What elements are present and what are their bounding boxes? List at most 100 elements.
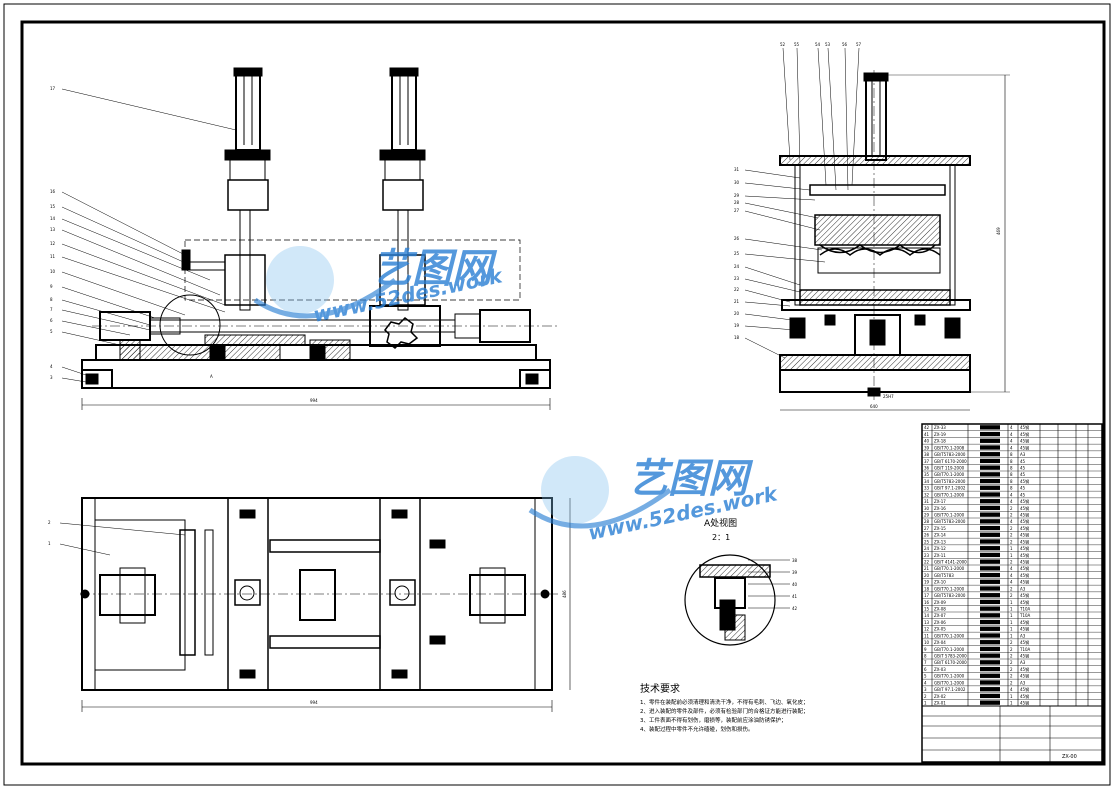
front-callout-14: 14 xyxy=(50,216,56,221)
side-left-callout-30: 30 xyxy=(734,180,740,185)
tech-requirement-item: 3、工件表面不得有划伤，磨损等，装配前应涂油防锈保护； xyxy=(640,718,787,724)
watermark-cn-2: 艺图网 xyxy=(628,456,754,502)
parts-row-code: GB/T70.1-2000 xyxy=(934,647,965,652)
parts-row-name-redacted xyxy=(980,572,1000,578)
parts-row-name-redacted xyxy=(980,499,1000,504)
parts-row-code: ZX-07 xyxy=(934,613,946,618)
parts-row-name-redacted xyxy=(980,485,1000,490)
parts-row-material: 45钢 xyxy=(1020,505,1029,511)
parts-row-qty: 2 xyxy=(1010,667,1013,672)
front-callout-leaders xyxy=(61,88,237,383)
parts-row-code: GB/T70.1-2000 xyxy=(934,586,965,591)
parts-row-no: 2 xyxy=(924,694,927,699)
parts-row-qty: 1 xyxy=(1010,694,1013,699)
side-callout-leaders xyxy=(744,47,860,359)
front-callout-8: 8 xyxy=(50,297,53,302)
parts-row-code: GB/T 97.1-2002 xyxy=(934,486,966,491)
front-callout-10: 10 xyxy=(50,269,56,274)
parts-row-qty: 2 xyxy=(1010,593,1013,598)
parts-row-code: GB/T5783-2000 xyxy=(934,452,966,457)
parts-row-qty: 2 xyxy=(1010,654,1013,659)
parts-row-no: 20 xyxy=(924,573,930,578)
parts-row-no: 26 xyxy=(924,533,930,538)
parts-row-no: 23 xyxy=(924,553,930,558)
parts-row-no: 22 xyxy=(924,560,930,565)
side-left-callout-27: 27 xyxy=(734,208,740,213)
parts-row-no: 34 xyxy=(924,479,930,484)
parts-row-material: 45钢 xyxy=(1020,653,1029,659)
parts-row-qty: 8 xyxy=(1010,479,1013,484)
parts-row-name-redacted xyxy=(980,693,1000,699)
parts-row-name-redacted xyxy=(980,640,1000,645)
parts-row-name-redacted xyxy=(980,478,1000,484)
top-view xyxy=(80,497,571,712)
parts-row-no: 9 xyxy=(924,647,927,652)
parts-row-code: GB/T5783-2000 xyxy=(934,479,966,484)
tech-requirement-item: 2、进入装配的零件及部件，必须有检验部门的合格证方能进行装配； xyxy=(640,709,809,715)
side-bottom-dim: 25H7 xyxy=(883,394,894,399)
parts-row-name-redacted xyxy=(980,653,1000,658)
parts-row-material: 45 xyxy=(1020,492,1026,497)
parts-row-name-redacted xyxy=(980,666,1000,672)
parts-row-no: 29 xyxy=(924,513,930,518)
parts-row-no: 5 xyxy=(924,674,927,679)
front-callout-15: 15 xyxy=(50,204,56,209)
parts-row-qty: 8 xyxy=(1010,452,1013,457)
parts-row-code: ZX-14 xyxy=(934,533,946,538)
parts-row-name-redacted xyxy=(980,492,1000,497)
parts-row-code: ZX-13 xyxy=(934,539,946,544)
top-callout-leaders xyxy=(59,522,186,556)
front-callout-11: 11 xyxy=(50,254,56,259)
parts-row-no: 38 xyxy=(924,452,930,457)
front-callout-3: 3 xyxy=(50,375,53,380)
parts-row-material: 45钢 xyxy=(1020,565,1029,571)
parts-row-no: 30 xyxy=(924,506,930,511)
tech-requirement-item: 1、零件在装配前必须清理和清洗干净，不得有毛刺、飞边、氧化皮； xyxy=(640,700,809,706)
parts-row-no: 41 xyxy=(924,432,930,437)
parts-row-material: T10A xyxy=(1019,607,1031,612)
parts-row-name-redacted xyxy=(980,626,1000,631)
detail-callout-39: 39 xyxy=(792,570,798,575)
parts-row-name-redacted xyxy=(980,613,1000,618)
parts-row-qty: 2 xyxy=(1010,533,1013,538)
front-callout-7: 7 xyxy=(50,307,53,312)
top-callout-2: 2 xyxy=(48,520,51,525)
parts-row-material: 45钢 xyxy=(1020,538,1029,544)
parts-row-code: ZX-08 xyxy=(934,607,946,612)
parts-row-code: GB/T5783-2000 xyxy=(934,519,966,524)
parts-row-material: 45钢 xyxy=(1020,532,1029,538)
parts-row-name-redacted xyxy=(980,525,1000,531)
parts-row-no: 14 xyxy=(924,613,930,618)
parts-row-name-redacted xyxy=(980,619,1000,625)
parts-row-no: 42 xyxy=(924,425,930,430)
parts-row-material: 45 xyxy=(1020,466,1026,471)
parts-row-qty: 2 xyxy=(1010,526,1013,531)
side-left-callout-31: 31 xyxy=(734,167,740,172)
parts-row-code: GB/T 97.1-2002 xyxy=(934,687,966,692)
parts-row-material: A3 xyxy=(1020,660,1026,665)
parts-row-name-redacted xyxy=(980,425,1000,430)
parts-row-qty: 4 xyxy=(1010,573,1013,578)
parts-row-name-redacted xyxy=(980,606,1000,611)
parts-row-name-redacted xyxy=(980,532,1000,537)
parts-row-name-redacted xyxy=(980,512,1000,517)
parts-row-name-redacted xyxy=(980,593,1000,598)
side-callout-54: 54 xyxy=(815,42,821,47)
parts-row-code: GB/T70.1-2000 xyxy=(934,680,965,685)
parts-row-no: 40 xyxy=(924,439,930,444)
parts-row-no: 31 xyxy=(924,499,930,504)
parts-row-qty: 1 xyxy=(1010,633,1013,638)
parts-row-code: ZX-09 xyxy=(934,600,946,605)
parts-row-material: 45钢 xyxy=(1020,700,1029,706)
parts-row-material: 45钢 xyxy=(1020,693,1029,699)
parts-row-material: 45钢 xyxy=(1020,599,1029,605)
parts-row-no: 16 xyxy=(924,600,930,605)
watermark-globe-icon xyxy=(266,246,334,314)
detail-callout-42: 42 xyxy=(792,606,798,611)
parts-row-code: GB/T5783 xyxy=(934,573,954,578)
parts-row-name-redacted xyxy=(980,633,1000,638)
detail-view-a xyxy=(684,554,790,646)
side-left-callout-24: 24 xyxy=(734,264,740,269)
parts-row-qty: 2 xyxy=(1010,539,1013,544)
parts-row-code: ZX-12 xyxy=(934,546,946,551)
